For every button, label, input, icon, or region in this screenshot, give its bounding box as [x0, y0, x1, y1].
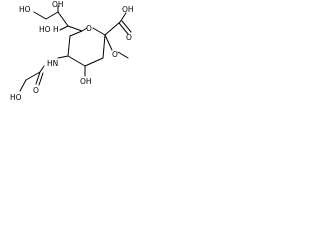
hydroxyl-label: HO	[39, 25, 51, 34]
methoxy-oxygen-label: O	[112, 50, 118, 59]
bond	[67, 35, 71, 57]
stereo-hydrogen-label: H	[53, 25, 59, 34]
bond	[19, 79, 27, 92]
carbonyl-oxygen-label: O	[126, 33, 132, 42]
amine-label: HN	[47, 59, 58, 68]
hydroxyl-label: HO	[19, 5, 31, 14]
molecule-structure: OH HO HO H O OH O O HN OH O HO	[10, 0, 134, 102]
bond	[92, 27, 106, 36]
ring-oxygen-label: O	[86, 24, 92, 33]
bond	[118, 22, 129, 35]
bond	[45, 11, 59, 20]
bond	[104, 34, 113, 51]
bond	[39, 65, 45, 73]
bond	[121, 20, 132, 33]
bond	[35, 71, 41, 85]
hydroxyl-label: OH	[80, 77, 92, 86]
bond	[81, 27, 88, 32]
bond	[25, 71, 41, 81]
glycolyl-hydroxyl-label: HO	[10, 93, 22, 102]
bond	[59, 25, 69, 31]
bond	[67, 55, 86, 67]
bond	[57, 55, 69, 59]
hydroxyl-label: OH	[52, 0, 64, 9]
bond	[69, 30, 83, 37]
bond	[38, 72, 44, 86]
carboxyl-hydroxyl-label: OH	[122, 5, 134, 14]
amide-oxygen-label: O	[33, 86, 39, 95]
bond	[119, 12, 127, 23]
bond	[84, 57, 104, 67]
molecule-canvas: OH HO HO H O OH O O HN OH O HO	[0, 0, 155, 109]
bond	[104, 21, 121, 36]
bond	[67, 25, 83, 32]
bond	[102, 34, 106, 59]
bond	[33, 11, 47, 20]
bond	[117, 51, 129, 59]
bond	[57, 11, 69, 27]
